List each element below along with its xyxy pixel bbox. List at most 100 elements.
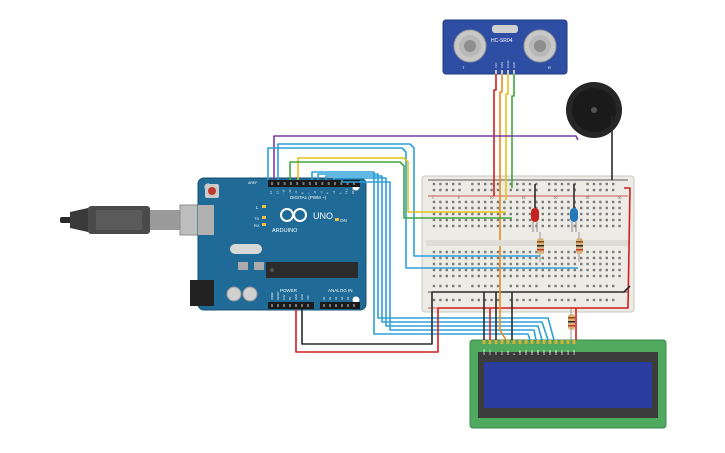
digital-pin[interactable] — [327, 182, 330, 185]
digital-pin[interactable] — [302, 182, 305, 185]
breadboard-hole — [586, 224, 589, 228]
breadboard-hole — [432, 212, 436, 216]
breadboard-hole — [586, 188, 589, 192]
lcd-pin-label: VCC — [488, 349, 492, 355]
power-pin[interactable] — [307, 304, 309, 307]
breadboard-hole — [573, 268, 576, 272]
lcd-pin[interactable] — [488, 340, 492, 344]
breadboard-hole — [439, 182, 442, 186]
breadboard-hole — [592, 206, 596, 210]
breadboard-hole — [599, 250, 602, 254]
lcd-pin[interactable] — [512, 340, 516, 344]
breadboard-hole — [541, 268, 544, 272]
sensor-pin[interactable] — [507, 70, 509, 75]
breadboard-hole — [612, 206, 615, 210]
digital-pin[interactable] — [340, 182, 343, 185]
analog-pin[interactable] — [329, 304, 331, 307]
digital-pin[interactable] — [289, 182, 292, 185]
breadboard-hole — [439, 200, 442, 204]
digital-pin[interactable] — [283, 182, 286, 185]
breadboard-hole — [452, 284, 455, 288]
breadboard-hole — [490, 212, 493, 216]
analog-pin[interactable] — [341, 304, 343, 307]
breadboard-hole — [496, 262, 500, 266]
lcd-pin[interactable] — [482, 340, 486, 344]
sensor-pin[interactable] — [513, 70, 515, 75]
lcd-pin[interactable] — [566, 340, 570, 344]
digital-pin[interactable] — [346, 182, 349, 185]
breadboard-hole — [439, 188, 442, 192]
digital-pin[interactable] — [271, 182, 273, 185]
breadboard-hole — [496, 298, 500, 302]
breadboard-hole — [445, 262, 448, 266]
led-blue — [570, 208, 578, 232]
breadboard-hole — [452, 298, 455, 302]
breadboard-hole — [618, 274, 621, 278]
sensor-pin[interactable] — [501, 70, 503, 75]
wire-buzzer-purple — [273, 135, 579, 180]
breadboard-hole — [541, 200, 544, 204]
digital-pin[interactable] — [277, 182, 280, 185]
breadboard-hole — [599, 206, 602, 210]
breadboard-hole — [464, 212, 468, 216]
lcd-pin-label: DB7 — [560, 349, 564, 355]
breadboard-hole — [618, 250, 621, 254]
breadboard-hole — [586, 218, 589, 222]
digital-pin[interactable] — [334, 182, 336, 185]
digital-pin[interactable] — [308, 182, 311, 185]
analog-pin[interactable] — [353, 304, 355, 307]
wires — [267, 74, 631, 353]
breadboard-hole — [586, 212, 589, 216]
breadboard-hole — [432, 188, 436, 192]
breadboard-hole — [516, 298, 519, 302]
breadboard-hole — [439, 206, 442, 210]
power-pin[interactable] — [295, 304, 297, 307]
breadboard-hole — [477, 284, 480, 288]
power-pin[interactable] — [271, 304, 273, 307]
lcd-pin[interactable] — [518, 340, 522, 344]
lcd-pin[interactable] — [554, 340, 558, 344]
analog-pin[interactable] — [335, 304, 337, 307]
lcd-pin[interactable] — [524, 340, 528, 344]
breadboard-hole — [592, 182, 596, 186]
digital-pin[interactable] — [296, 182, 299, 185]
breadboard-holes — [432, 182, 621, 302]
power-pin[interactable] — [289, 304, 291, 307]
power-pin[interactable] — [283, 304, 285, 307]
wire-gnd-black — [301, 285, 631, 345]
digital-header-label: DIGITAL (PWM ~) — [290, 195, 327, 200]
breadboard-hole — [464, 200, 468, 204]
power-pin[interactable] — [277, 304, 279, 307]
breadboard-hole — [599, 298, 602, 302]
breadboard-hole — [554, 262, 557, 266]
lcd-pin[interactable] — [548, 340, 552, 344]
lcd-pin[interactable] — [530, 340, 534, 344]
analog-pin[interactable] — [323, 304, 325, 307]
lcd-pin[interactable] — [560, 340, 564, 344]
breadboard-hole — [528, 298, 532, 302]
breadboard-hole — [548, 256, 551, 260]
analog-pin[interactable] — [347, 304, 349, 307]
breadboard-hole — [605, 206, 608, 210]
lcd-pin[interactable] — [536, 340, 540, 344]
power-pin[interactable] — [301, 304, 303, 307]
breadboard-hole — [560, 256, 564, 260]
lcd-pin[interactable] — [506, 340, 510, 344]
breadboard-hole — [509, 256, 512, 260]
breadboard-hole — [484, 274, 487, 278]
breadboard-hole — [528, 284, 532, 288]
digital-pin[interactable] — [321, 182, 324, 185]
lcd-pin[interactable] — [542, 340, 546, 344]
lcd-pin[interactable] — [572, 340, 576, 344]
breadboard-hole — [432, 262, 436, 266]
breadboard-hole — [605, 262, 608, 266]
digital-pin[interactable] — [315, 182, 318, 185]
lcd-pin-label: DB2 — [530, 349, 534, 355]
breadboard-hole — [484, 200, 487, 204]
sensor-pin[interactable] — [495, 70, 497, 75]
lcd-pin[interactable] — [500, 340, 504, 344]
breadboard-hole — [612, 298, 615, 302]
breadboard-hole — [496, 200, 500, 204]
lcd-pin[interactable] — [494, 340, 498, 344]
digital-pin[interactable] — [352, 182, 355, 185]
